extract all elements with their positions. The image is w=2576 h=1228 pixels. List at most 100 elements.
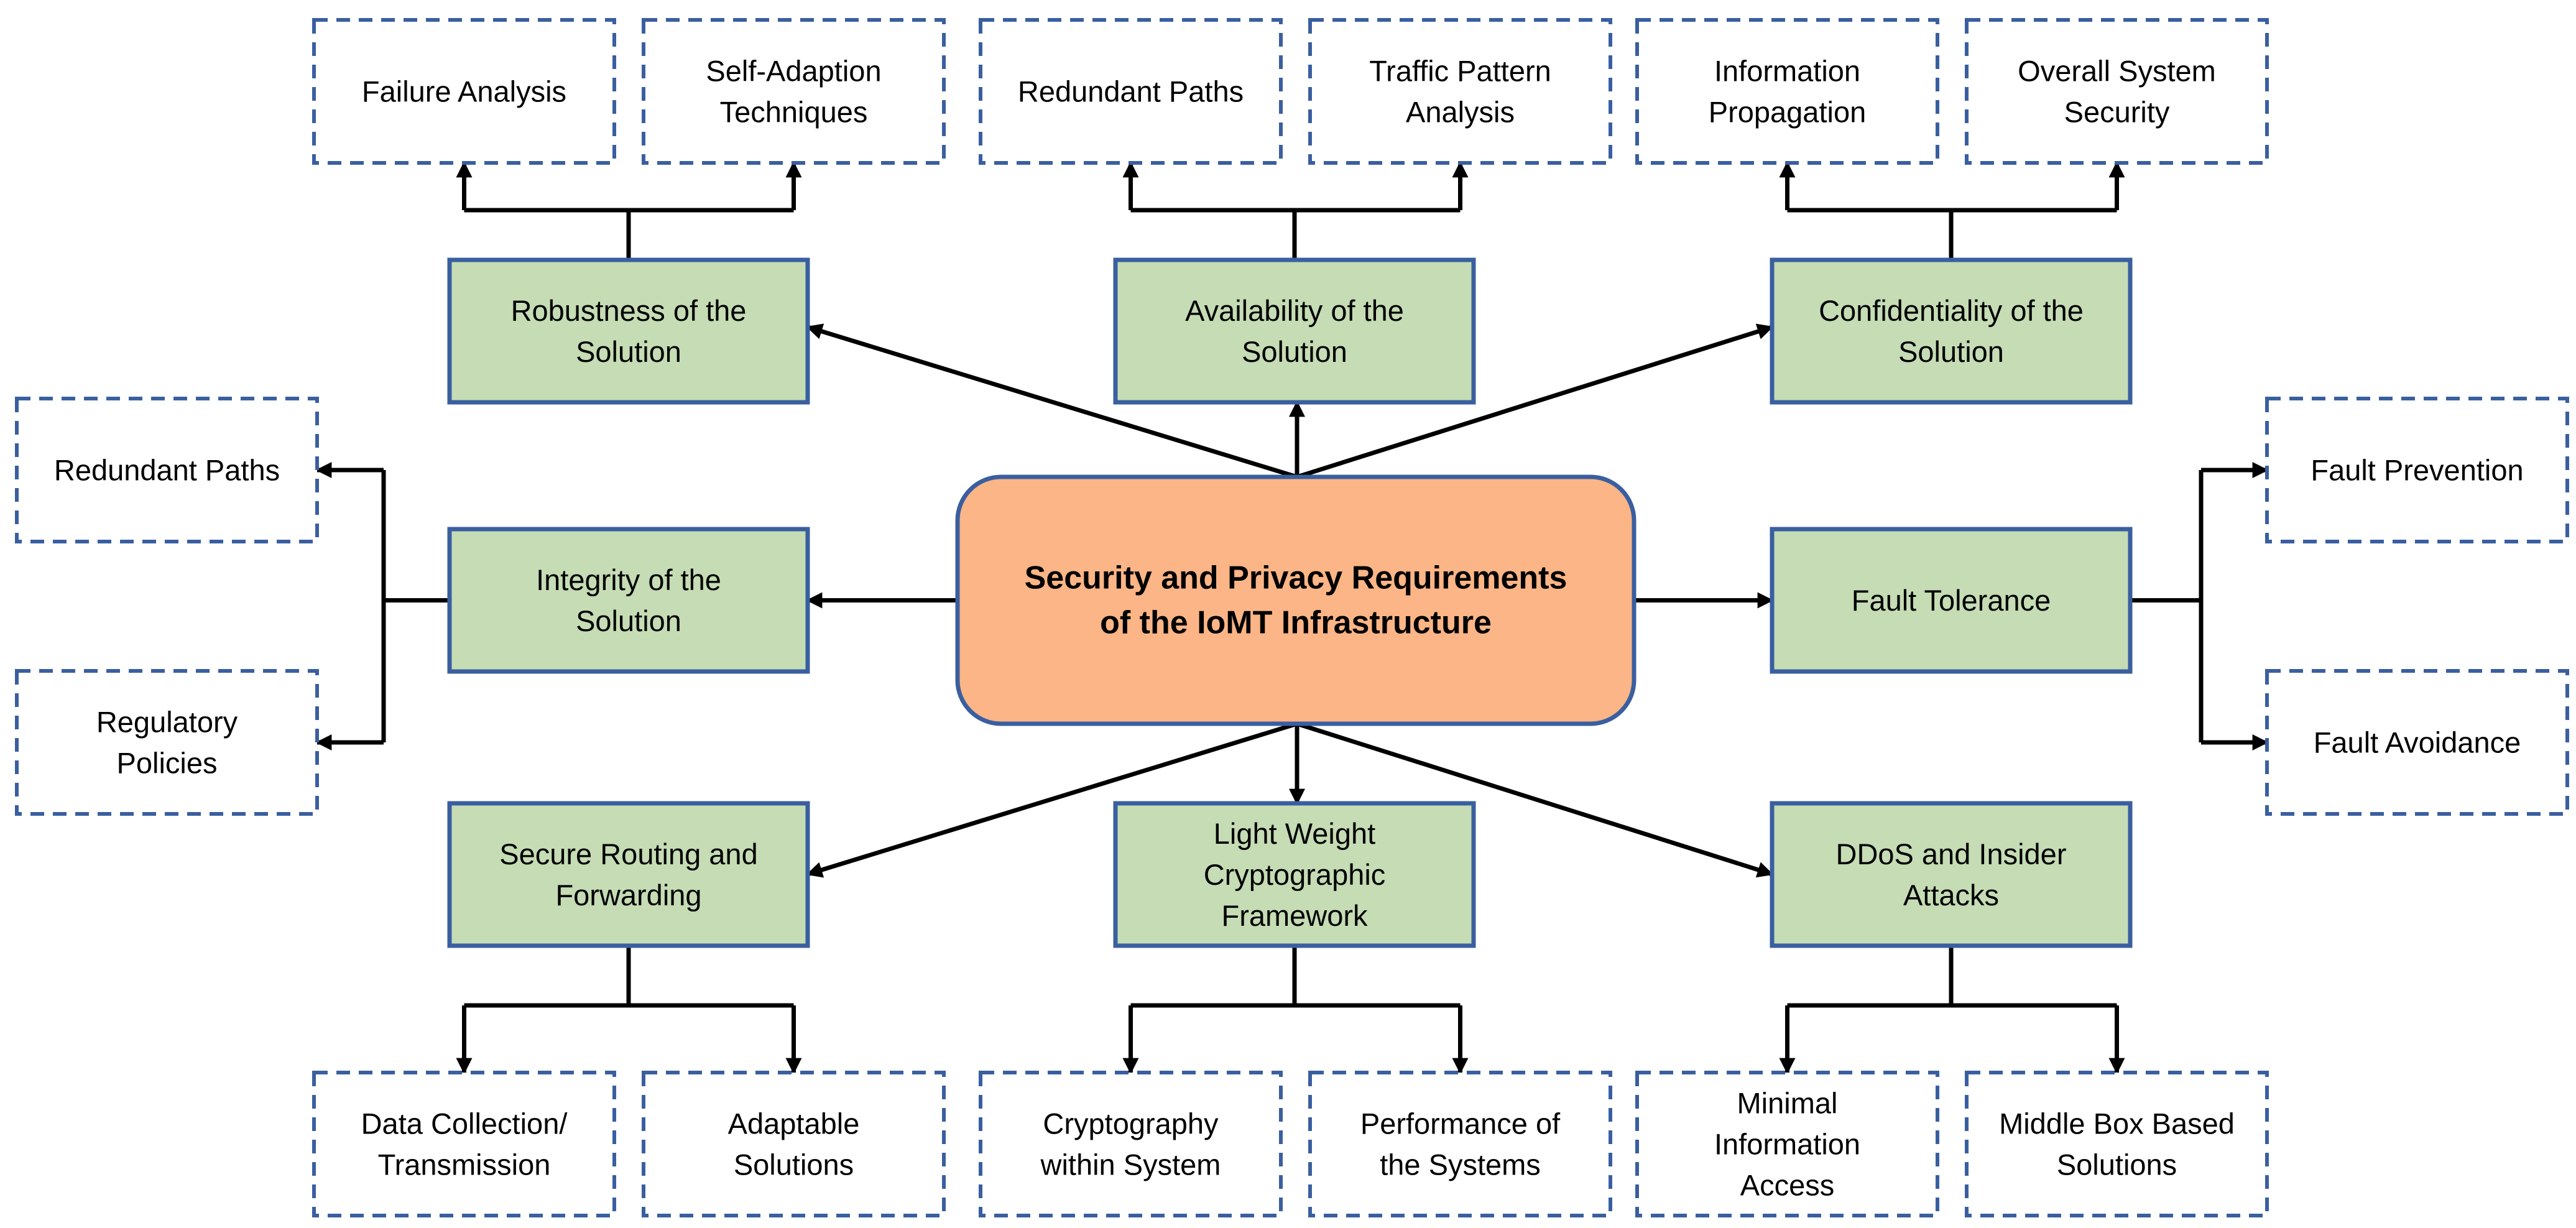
aspect-box-fault-prevention: Fault Prevention — [2265, 397, 2569, 543]
aspect-box-border — [312, 18, 616, 165]
node-label-line: Middle Box Based — [1999, 1107, 2235, 1140]
center-title-line: of the IoMT Infrastructure — [1100, 605, 1492, 641]
node-label-line: within System — [1040, 1148, 1221, 1181]
node-label-line: Techniques — [720, 96, 868, 129]
node-label-line: Availability of the — [1185, 294, 1404, 327]
node-label-line: Traffic Pattern — [1369, 55, 1551, 88]
aspect-box-border — [2265, 669, 2569, 816]
node-label-line: Overall System — [2018, 55, 2216, 88]
node-label-line: Forwarding — [555, 879, 701, 912]
node-label-line: Light Weight — [1214, 817, 1375, 850]
requirement-box-border — [1770, 257, 2133, 405]
aspect-box-border — [15, 397, 319, 543]
requirement-box-border — [447, 801, 810, 948]
aspect-box-border — [979, 18, 1283, 165]
node-label-line: Cryptographic — [1204, 858, 1386, 891]
node-label-line: Transmission — [378, 1148, 551, 1181]
node-label-line: the Systems — [1380, 1148, 1541, 1181]
requirement-box-border — [447, 257, 810, 405]
requirement-box-border — [447, 527, 810, 674]
aspect-box-border — [1635, 1071, 1939, 1217]
requirement-box-border — [1770, 801, 2133, 948]
aspect-box-fault-avoidance: Fault Avoidance — [2265, 669, 2569, 816]
nodes: Failure AnalysisSelf-AdaptionTechniquesR… — [15, 18, 2569, 1217]
center-node: Security and Privacy Requirements of the … — [955, 474, 1637, 726]
requirement-box-border — [1113, 257, 1476, 405]
connectors — [315, 161, 2269, 1074]
aspect-box-data-collection: Data Collection/Transmission — [312, 1071, 616, 1217]
aspect-box-border — [1965, 1071, 2269, 1217]
requirement-box-border — [1770, 527, 2133, 674]
connector-arrow — [1296, 721, 1774, 878]
connector-arrow — [806, 323, 1298, 479]
node-label-line: Solution — [576, 604, 681, 637]
node-label-line: Minimal — [1737, 1087, 1838, 1120]
connector-arrow — [1296, 323, 1774, 479]
node-label-line: Solution — [576, 335, 681, 368]
aspect-box-redundant-paths-top: Redundant Paths — [979, 18, 1283, 165]
aspect-box-border — [312, 1071, 616, 1217]
node-label-line: Security — [2064, 96, 2170, 129]
node-label-line: Information — [1714, 1128, 1860, 1161]
node-label-line: Fault Prevention — [2311, 454, 2523, 487]
node-label-line: Fault Avoidance — [2314, 726, 2521, 759]
node-label-line: Solution — [1898, 335, 2004, 368]
node-label-line: Self-Adaption — [706, 55, 881, 88]
aspect-box-border — [1965, 18, 2269, 165]
aspect-box-failure-analysis: Failure Analysis — [312, 18, 616, 165]
node-label-line: Fault Tolerance — [1852, 584, 2051, 617]
node-label-line: Adaptable — [728, 1107, 860, 1140]
node-label-line: Robustness of the — [511, 294, 747, 327]
node-label-line: Redundant Paths — [1018, 75, 1244, 108]
aspect-box-border — [1635, 18, 1939, 165]
center-node-border — [955, 474, 1637, 726]
node-label-line: Integrity of the — [536, 563, 721, 596]
aspect-box-border — [979, 1071, 1283, 1217]
node-label-line: Regulatory — [96, 706, 238, 739]
node-label-line: Cryptography — [1043, 1107, 1219, 1140]
aspect-box-redundant-paths-left: Redundant Paths — [15, 397, 319, 543]
node-label-line: Data Collection/ — [361, 1107, 568, 1140]
aspect-box-cryptography-within: Cryptography within System — [979, 1071, 1283, 1217]
node-label-line: Solutions — [2057, 1148, 2177, 1181]
aspect-box-border — [642, 18, 946, 165]
node-label-line: DDoS and Insider — [1836, 838, 2067, 870]
node-label-line: Secure Routing and — [499, 838, 757, 870]
node-label-line: Information — [1714, 55, 1860, 88]
aspect-box-border — [1308, 1071, 1612, 1217]
node-label-line: Failure Analysis — [362, 75, 566, 108]
connector-arrow — [806, 721, 1298, 878]
node-label-line: Solution — [1242, 335, 1347, 368]
node-label-line: Redundant Paths — [54, 454, 280, 487]
center-title-line: Security and Privacy Requirements — [1025, 560, 1567, 596]
node-label-line: Solutions — [734, 1148, 854, 1181]
node-label-line: Policies — [117, 747, 218, 780]
aspect-box-performance-systems: Performance of the Systems — [1308, 1071, 1612, 1217]
aspect-box-border — [642, 1071, 946, 1217]
aspect-box-border — [1308, 18, 1612, 165]
node-label-line: Analysis — [1406, 96, 1515, 129]
requirement-box-fault-tolerance: Fault Tolerance — [1770, 527, 2133, 674]
node-label-line: Confidentiality of the — [1819, 294, 2084, 327]
requirement-box-border — [1113, 801, 1476, 948]
node-label-line: Attacks — [1903, 879, 1999, 912]
node-label-line: Performance of — [1360, 1107, 1561, 1140]
node-label-line: Framework — [1221, 899, 1368, 932]
node-label-line: Propagation — [1709, 96, 1866, 129]
